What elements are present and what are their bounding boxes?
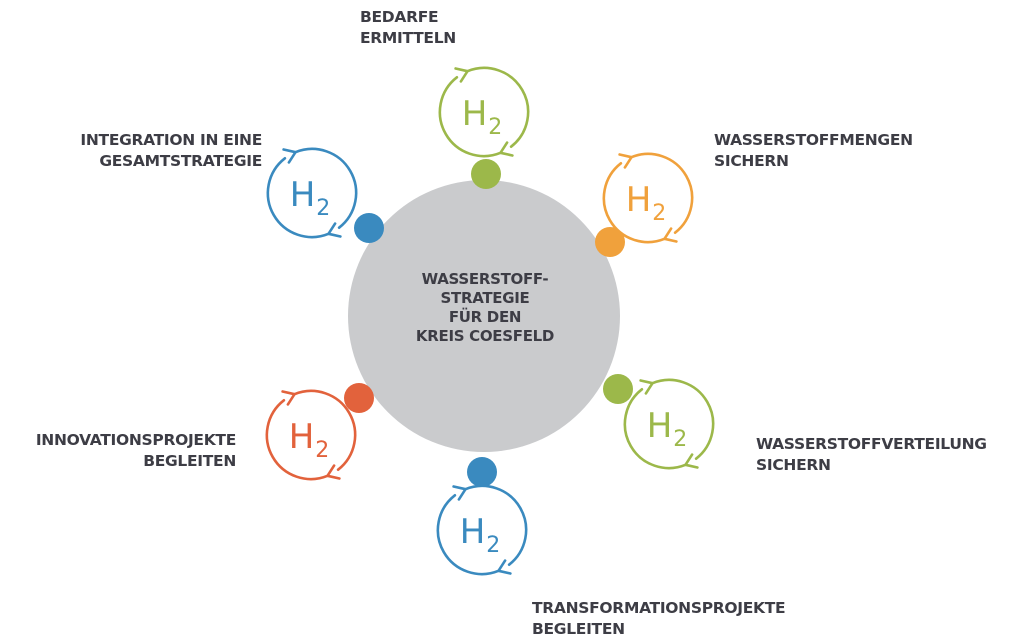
connector-dot bbox=[354, 213, 384, 243]
connector-dot bbox=[467, 457, 497, 487]
label-line: GESAMTSTRATEGIE bbox=[99, 152, 262, 170]
connector-dot bbox=[595, 227, 625, 257]
h2-formula: H2 bbox=[460, 512, 501, 558]
label-line: INNOVATIONSPROJEKTE bbox=[35, 431, 236, 449]
h2-formula: H2 bbox=[626, 180, 667, 226]
hydrogen-cycle-icon: H2 bbox=[438, 66, 530, 158]
connector-dot bbox=[471, 159, 501, 189]
central-hub-line-3: FÜR DEN bbox=[448, 308, 522, 326]
label-line: ERMITTELN bbox=[360, 29, 456, 47]
central-hub-line-2: STRATEGIE bbox=[440, 289, 530, 307]
label-line: BEDARFE bbox=[360, 8, 439, 26]
node-bedarfe: H2 bbox=[438, 66, 530, 189]
central-hub-title: WASSERSTOFF- STRATEGIE FÜR DEN KREIS COE… bbox=[349, 270, 621, 346]
node-verteilung: H2 bbox=[603, 374, 715, 470]
label-wasserstoffverteilung-sichern: WASSERSTOFFVERTEILUNG SICHERN bbox=[756, 434, 987, 476]
hydrogen-cycle-icon: H2 bbox=[266, 147, 358, 239]
label-line: TRANSFORMATIONSPROJEKTE bbox=[532, 599, 786, 617]
h2-formula: H2 bbox=[647, 406, 688, 452]
connector-dot bbox=[603, 374, 633, 404]
label-line: SICHERN bbox=[756, 456, 831, 474]
label-line: WASSERSTOFFMENGEN bbox=[714, 131, 913, 149]
hydrogen-cycle-icon: H2 bbox=[265, 389, 357, 481]
node-transformation: H2 bbox=[436, 457, 528, 576]
central-hub-circle bbox=[348, 180, 620, 452]
hydrogen-cycle-icon: H2 bbox=[623, 378, 715, 470]
label-innovationsprojekte-begleiten: INNOVATIONSPROJEKTE BEGLEITEN bbox=[10, 430, 236, 472]
h2-formula: H2 bbox=[290, 175, 331, 221]
node-integration: H2 bbox=[266, 147, 384, 243]
label-line: BEGLEITEN bbox=[532, 620, 625, 638]
label-transformationsprojekte-begleiten: TRANSFORMATIONSPROJEKTE BEGLEITEN bbox=[532, 598, 786, 640]
central-hub-line-4: KREIS COESFELD bbox=[415, 327, 555, 345]
h2-formula: H2 bbox=[462, 94, 503, 140]
hydrogen-cycle-icon: H2 bbox=[436, 484, 528, 576]
connector-dot bbox=[344, 383, 374, 413]
node-mengen: H2 bbox=[595, 152, 694, 257]
label-wasserstoffmengen-sichern: WASSERSTOFFMENGEN SICHERN bbox=[714, 130, 913, 172]
label-bedarfe-ermitteln: BEDARFE ERMITTELN bbox=[360, 7, 456, 49]
central-hub-line-1: WASSERSTOFF- bbox=[421, 270, 549, 288]
node-innovation: H2 bbox=[265, 383, 374, 481]
h2-formula: H2 bbox=[289, 417, 330, 463]
label-line: INTEGRATION IN EINE bbox=[80, 131, 262, 149]
label-line: BEGLEITEN bbox=[143, 452, 236, 470]
label-line: SICHERN bbox=[714, 152, 789, 170]
label-line: WASSERSTOFFVERTEILUNG bbox=[756, 435, 987, 453]
label-integration-gesamtstrategie: INTEGRATION IN EINE GESAMTSTRATEGIE bbox=[40, 130, 262, 172]
